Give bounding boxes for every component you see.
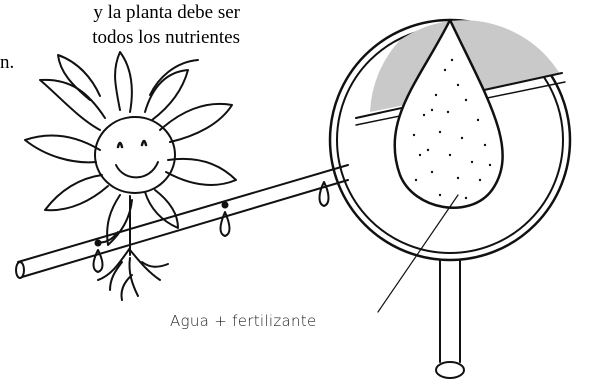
- plant-roots: [96, 196, 168, 300]
- irrigation-pipe: [16, 165, 348, 278]
- label-water-fertilizer: Agua + fertilizante: [170, 312, 317, 330]
- flower-face: [95, 117, 175, 193]
